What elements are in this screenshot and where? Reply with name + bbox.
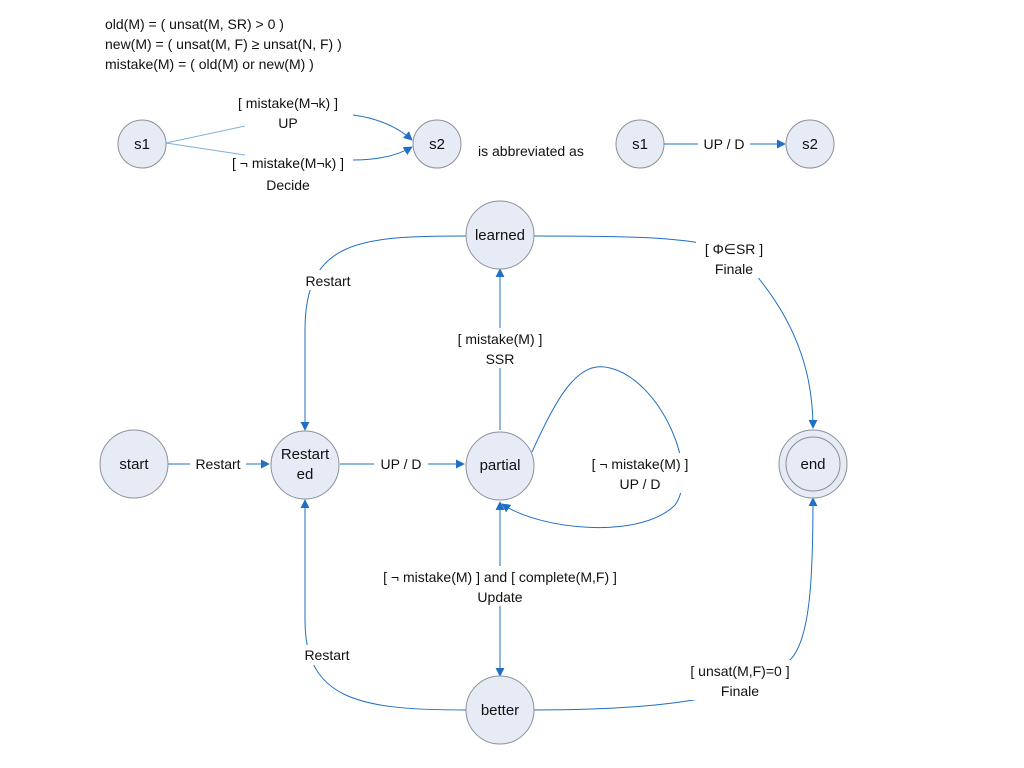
node-learned-label: learned: [475, 227, 525, 244]
main-nodes: start Restart ed partial learned better …: [99, 200, 848, 745]
node-partial-label: partial: [480, 457, 521, 474]
legend-lower-guard: [ ¬ mistake(M¬k) ]: [232, 155, 344, 171]
edge-better-end-action: Finale: [721, 683, 759, 699]
node-start-label: start: [119, 456, 149, 473]
node-learned: learned: [465, 200, 535, 270]
legend-upper-action: UP: [278, 115, 297, 131]
edge-partial-learned-guard: [ mistake(M) ]: [458, 331, 543, 347]
edge-partial-self-loop: [501, 366, 684, 529]
legend-abbrev-node-s1-label: s1: [632, 136, 648, 153]
legend-lower-action: Decide: [266, 177, 310, 193]
edge-better-end-guard: [ unsat(M,F)=0 ]: [690, 663, 789, 679]
legend-diagram: [ mistake(M¬k) ] UP [ ¬ mistake(M¬k) ] D…: [117, 95, 835, 193]
legend-upper-guard: [ mistake(M¬k) ]: [238, 95, 338, 111]
legend-abbrev-label: UP / D: [704, 136, 745, 152]
node-start: start: [99, 429, 169, 499]
edge-learned-end-action: Finale: [715, 261, 753, 277]
node-end: end: [778, 429, 848, 499]
legend-abbrev-node-s2-label: s2: [802, 136, 818, 153]
legend-lower-edge-end: [352, 146, 413, 161]
edge-start-restarted-label: Restart: [195, 456, 240, 472]
legend-abbrev-text: is abbreviated as: [478, 143, 584, 159]
edge-self-loop-guard: [ ¬ mistake(M) ]: [592, 456, 689, 472]
edge-learned-end-guard: [ Φ∈SR ]: [705, 241, 763, 257]
definition-old: old(M) = ( unsat(M, SR) > 0 ): [105, 16, 284, 32]
main-edges: Restart UP / D Restart [ mistake(M) ] SS…: [168, 235, 818, 711]
legend-upper-edge: [165, 125, 246, 144]
legend-node-s1: [117, 119, 167, 169]
legend-node-s2: [412, 119, 462, 169]
edge-partial-better-guard: [ ¬ mistake(M) ] and [ complete(M,F) ]: [383, 569, 617, 585]
legend-lower-edge: [165, 142, 246, 156]
edge-partial-learned-action: SSR: [486, 351, 515, 367]
edge-self-loop-action: UP / D: [620, 476, 661, 492]
edge-restarted-partial-label: UP / D: [381, 456, 422, 472]
node-better-label: better: [481, 702, 519, 719]
edge-better-restarted-label: Restart: [304, 647, 349, 663]
edge-learned-restarted-label: Restart: [305, 273, 350, 289]
legend-node-s1-label: s1: [134, 136, 150, 153]
node-partial: partial: [465, 431, 535, 501]
node-restarted-label-line2: ed: [297, 466, 314, 483]
legend-upper-edge-end: [352, 114, 413, 141]
node-restarted: Restart ed: [270, 430, 340, 500]
definitions: old(M) = ( unsat(M, SR) > 0 ) new(M) = (…: [105, 16, 342, 72]
definition-new: new(M) = ( unsat(M, F) ≥ unsat(N, F) ): [105, 36, 342, 52]
legend-abbrev-node-s2: [785, 119, 835, 169]
node-restarted-label-line1: Restart: [281, 446, 330, 463]
edge-better-restarted: [300, 499, 467, 711]
edge-learned-restarted: [300, 235, 467, 431]
node-end-label: end: [800, 456, 825, 473]
definition-mistake: mistake(M) = ( old(M) or new(M) ): [105, 56, 314, 72]
edge-partial-better-action: Update: [477, 589, 522, 605]
node-better: better: [465, 675, 535, 745]
legend-node-s2-label: s2: [429, 136, 445, 153]
